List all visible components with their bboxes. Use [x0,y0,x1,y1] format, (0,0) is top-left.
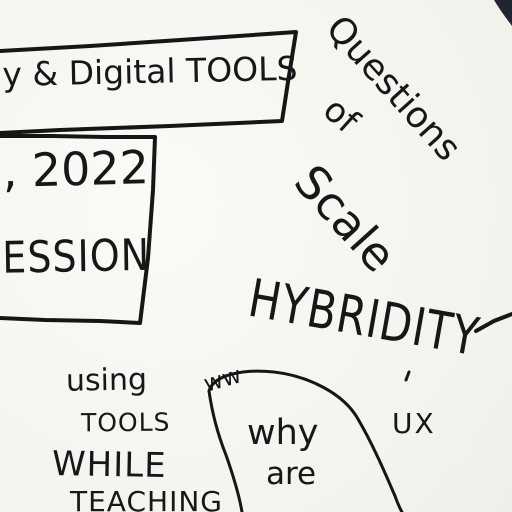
why-text: why [247,413,319,453]
corner-shadow [494,0,512,26]
session-label: ESSION [1,229,151,284]
while-text: WHILE [51,444,167,486]
banner-title: y & Digital TOOLS [1,48,298,94]
small-stroke [404,370,411,382]
are-text: are [266,456,317,492]
banner-frame [0,30,298,135]
thought-loop [207,369,404,512]
right-edge-line [474,312,512,333]
session-box [0,134,157,325]
ux-label: UX [392,407,436,440]
teaching-text: TEACHING [70,485,223,512]
tools-text: TOOLS [80,407,171,438]
thought-loop-left [207,389,244,512]
using-text: using [65,362,148,399]
session-date: , 2022 [1,140,150,198]
